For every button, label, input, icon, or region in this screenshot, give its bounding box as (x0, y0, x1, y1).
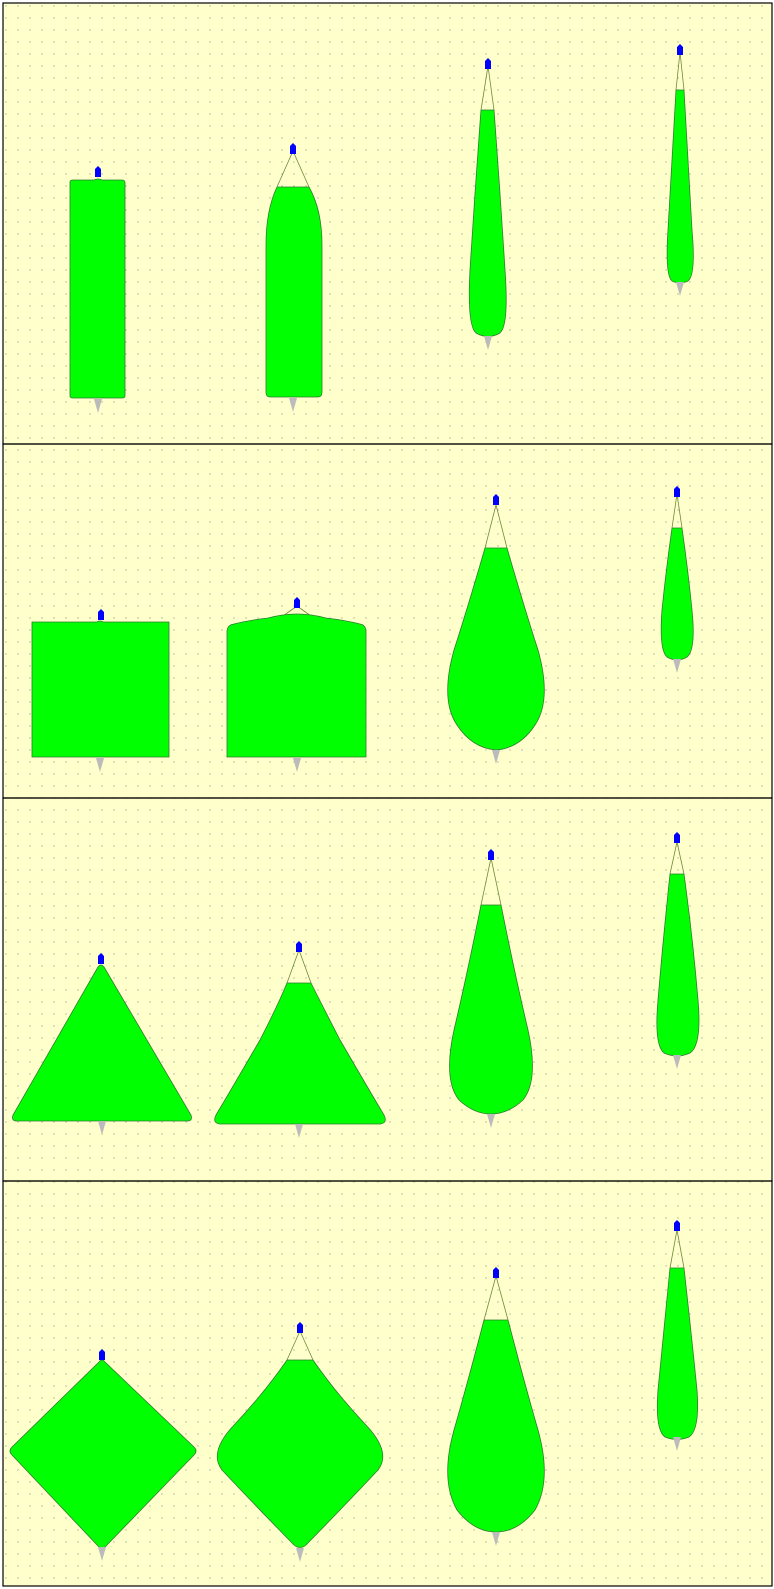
top-marker (297, 1322, 303, 1333)
shape-rectangle-elongated (468, 58, 507, 350)
shape-triangle-initial (12, 953, 192, 1135)
top-marker (674, 1220, 680, 1231)
shape-square-rounded (226, 597, 367, 772)
top-marker (674, 832, 680, 843)
bottom-marker (676, 282, 684, 296)
top-marker (294, 597, 300, 608)
shape-square-droplet-small (660, 486, 694, 673)
bottom-marker (96, 758, 104, 772)
shape-rectangle-initial (69, 166, 126, 413)
panel-dots-1 (3, 3, 772, 444)
bottom-marker (295, 1124, 303, 1138)
bottom-marker (673, 659, 681, 673)
bottom-marker (296, 1548, 304, 1562)
top-marker (290, 143, 296, 154)
shape-diamond-initial (9, 1349, 197, 1561)
bottom-marker (98, 1547, 106, 1561)
row-4-diamond (9, 1220, 699, 1562)
bottom-marker (293, 758, 301, 772)
shape-triangle-rounded (214, 941, 386, 1138)
top-marker (674, 486, 680, 497)
shape-square-initial (31, 609, 170, 772)
top-marker (99, 1349, 105, 1360)
bottom-marker (289, 398, 297, 412)
bottom-marker (484, 336, 492, 350)
top-marker (296, 941, 302, 952)
bottom-marker (487, 1114, 495, 1128)
shape-diamond-droplet-small (656, 1220, 699, 1451)
bottom-marker (492, 750, 500, 764)
row-3-triangle (12, 832, 700, 1138)
top-marker (485, 58, 491, 69)
shape-rectangle-rounded (265, 143, 323, 412)
panel-dots-3 (3, 798, 772, 1181)
shape-triangle-droplet (449, 849, 533, 1128)
bottom-marker (673, 1437, 681, 1451)
top-marker (677, 44, 683, 55)
top-marker (493, 494, 499, 505)
shape-diamond-droplet (447, 1267, 545, 1546)
row-2-square (31, 486, 694, 772)
top-marker (488, 849, 494, 860)
top-marker (98, 609, 104, 620)
shape-rectangle-droplet (666, 44, 694, 296)
shape-square-droplet (447, 494, 545, 764)
shape-triangle-droplet-small (656, 832, 700, 1069)
bottom-marker (492, 1532, 500, 1546)
top-marker (95, 166, 101, 177)
bottom-marker (94, 399, 102, 413)
top-marker (493, 1267, 499, 1278)
panel-outline-4 (2, 1180, 773, 1587)
row-1-rectangle (69, 44, 694, 413)
shape-diamond-rounded (216, 1322, 384, 1562)
bottom-marker (673, 1055, 681, 1069)
top-marker (98, 953, 104, 964)
bottom-marker (98, 1121, 106, 1135)
